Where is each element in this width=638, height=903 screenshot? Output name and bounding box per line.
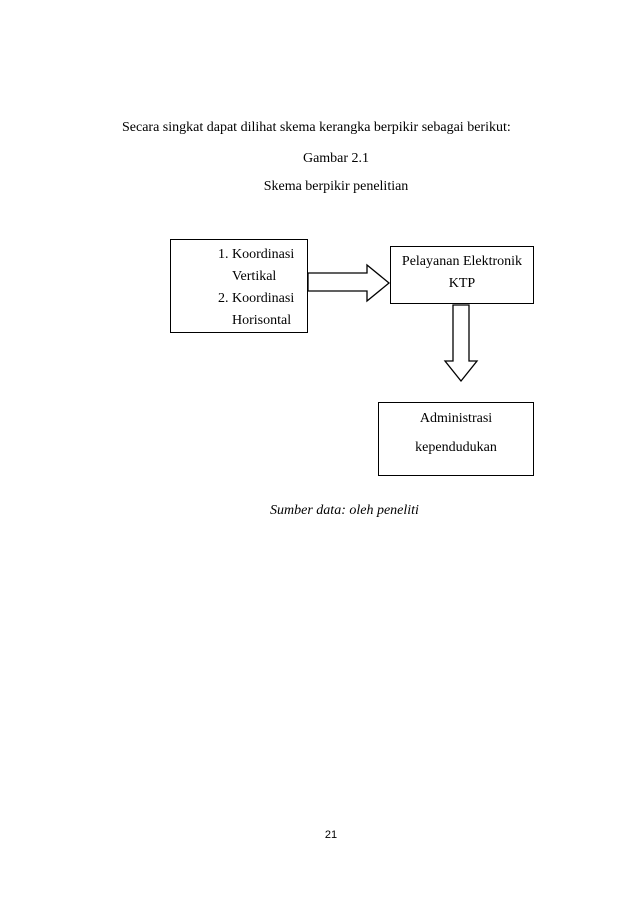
page-number: 21 bbox=[324, 829, 338, 841]
list-item: Koordinasi Vertikal bbox=[232, 244, 299, 288]
list-item: Koordinasi Horisontal bbox=[232, 288, 299, 332]
box-line: KTP bbox=[448, 276, 476, 291]
box-line: kependudukan bbox=[415, 440, 497, 455]
coordination-list: Koordinasi Vertikal Koordinasi Horisonta… bbox=[171, 244, 299, 332]
box-line: Administrasi bbox=[419, 411, 493, 426]
diagram-box-coordination: Koordinasi Vertikal Koordinasi Horisonta… bbox=[170, 239, 308, 333]
diagram-box-administrasi: Administrasi kependudukan bbox=[378, 402, 534, 476]
figure-caption-title: Skema berpikir penelitian bbox=[263, 179, 409, 194]
down-block-arrow-icon bbox=[443, 304, 479, 383]
diagram-box-pelayanan: Pelayanan Elektronik KTP bbox=[390, 246, 534, 304]
intro-paragraph: Secara singkat dapat dilihat skema keran… bbox=[122, 120, 511, 135]
figure-caption-label: Gambar 2.1 bbox=[302, 151, 370, 166]
source-note: Sumber data: oleh peneliti bbox=[270, 503, 419, 518]
right-block-arrow-icon bbox=[307, 263, 391, 303]
box-line: Pelayanan Elektronik bbox=[401, 254, 523, 269]
